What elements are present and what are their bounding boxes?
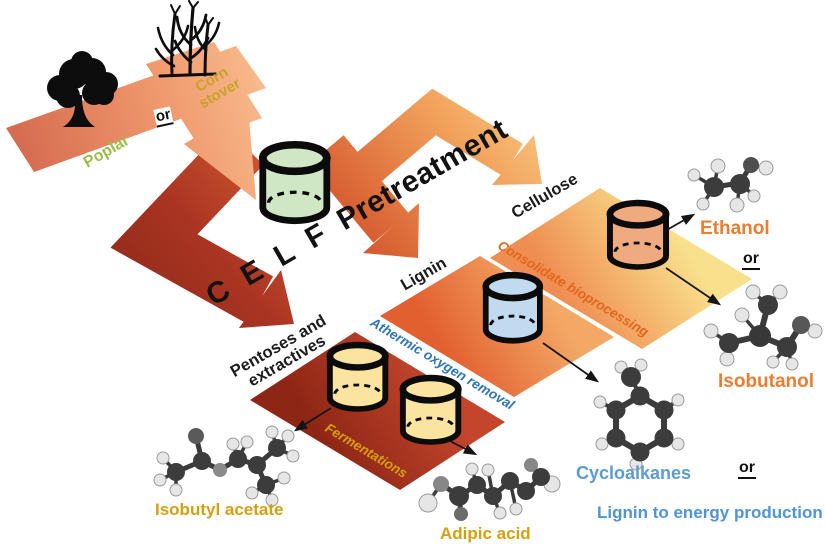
isobutanol-molecule-icon	[703, 284, 823, 371]
cycloalkanes-molecule-icon	[593, 358, 685, 471]
pentoses-reactor-cylinder-1	[330, 345, 385, 409]
poplar-tree-icon	[47, 51, 118, 127]
adipic-acid-molecule-icon	[418, 458, 561, 521]
arrow-to-adipic-acid	[449, 440, 478, 456]
arrow-to-isobutanol	[665, 267, 722, 306]
arrow-to-ethanol	[664, 213, 696, 232]
celf-reactor-cylinder	[263, 145, 327, 221]
isobutyl-acetate-label: Isobutyl acetate	[155, 500, 284, 519]
flow-arrow-to-pentoses	[110, 127, 294, 328]
or-lignin-products-label: or	[738, 459, 756, 479]
cellulose-stream-band	[490, 188, 752, 349]
biomass-feed-arrow	[6, 42, 266, 200]
ethanol-molecule-icon	[687, 157, 774, 213]
product-arrows	[293, 213, 722, 456]
or-cellulose-products-label: or	[742, 250, 760, 270]
isobutanol-label: Isobutanol	[718, 371, 815, 392]
arrow-to-cycloalkanes	[542, 342, 600, 383]
or-feedstock-label: or	[153, 105, 174, 128]
isobutyl-acetate-molecule-icon	[153, 425, 300, 507]
arrow-to-isobutyl-acetate	[293, 407, 332, 432]
ethanol-label: Ethanol	[700, 218, 770, 239]
lignin-reactor-cylinder	[486, 275, 540, 341]
flow-arrow-to-cellulose	[329, 88, 542, 205]
corn-stover-icon	[154, 0, 221, 78]
pentoses-reactor-cylinder-2	[403, 378, 458, 442]
adipic-acid-label: Adipic acid	[440, 524, 531, 543]
lignin-to-energy-label: Lignin to energy production	[597, 503, 823, 522]
pentoses-stream-band	[250, 332, 505, 490]
cellulose-reactor-cylinder	[610, 203, 666, 267]
cycloalkanes-label: Cycloalkanes	[576, 463, 692, 483]
